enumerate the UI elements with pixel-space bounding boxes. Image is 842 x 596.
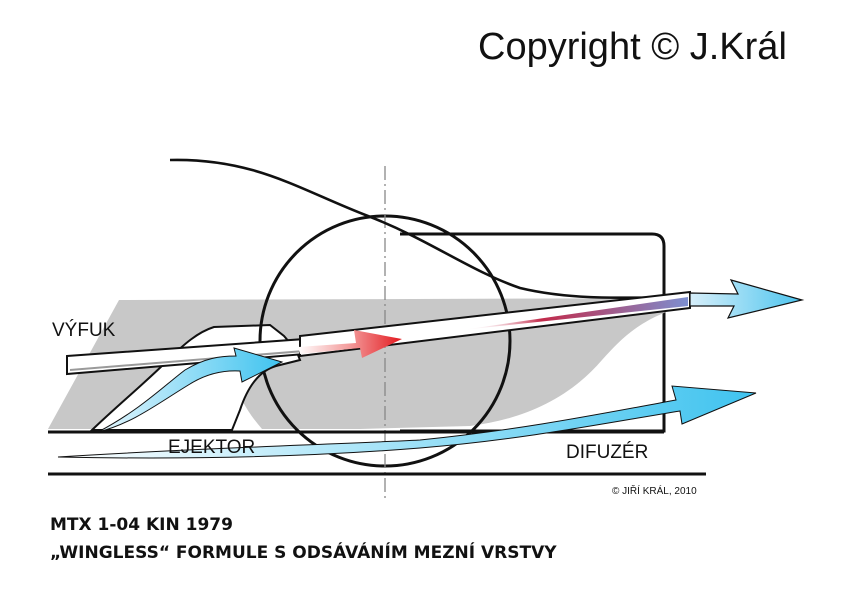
- upper-profile-curve: [169, 158, 691, 300]
- diffuser-airflow-arrow: [57, 385, 757, 459]
- caption-line-2: „WINGLESS“ FORMULE S ODSÁVÁNÍM MEZNÍ VRS…: [50, 543, 557, 563]
- label-exhaust: VÝFUK: [52, 320, 116, 341]
- exhaust-pipe-shade: [69, 350, 305, 371]
- exhaust-trail: [462, 297, 688, 330]
- label-ejector: EJEKTOR: [168, 437, 256, 458]
- label-diffuser: DIFUZÉR: [566, 442, 649, 463]
- car-body-outline: [400, 232, 666, 433]
- copyright-text: Copyright © J.Král: [478, 26, 787, 68]
- caption-line-1: MTX 1-04 KIN 1979: [50, 515, 233, 535]
- exhaust-exit-arrow: [689, 279, 805, 319]
- author-credit: © JIŘÍ KRÁL, 2010: [612, 486, 697, 497]
- exhaust-flow-arrow: [298, 330, 402, 358]
- ejector-airflow-arrow: [97, 347, 284, 433]
